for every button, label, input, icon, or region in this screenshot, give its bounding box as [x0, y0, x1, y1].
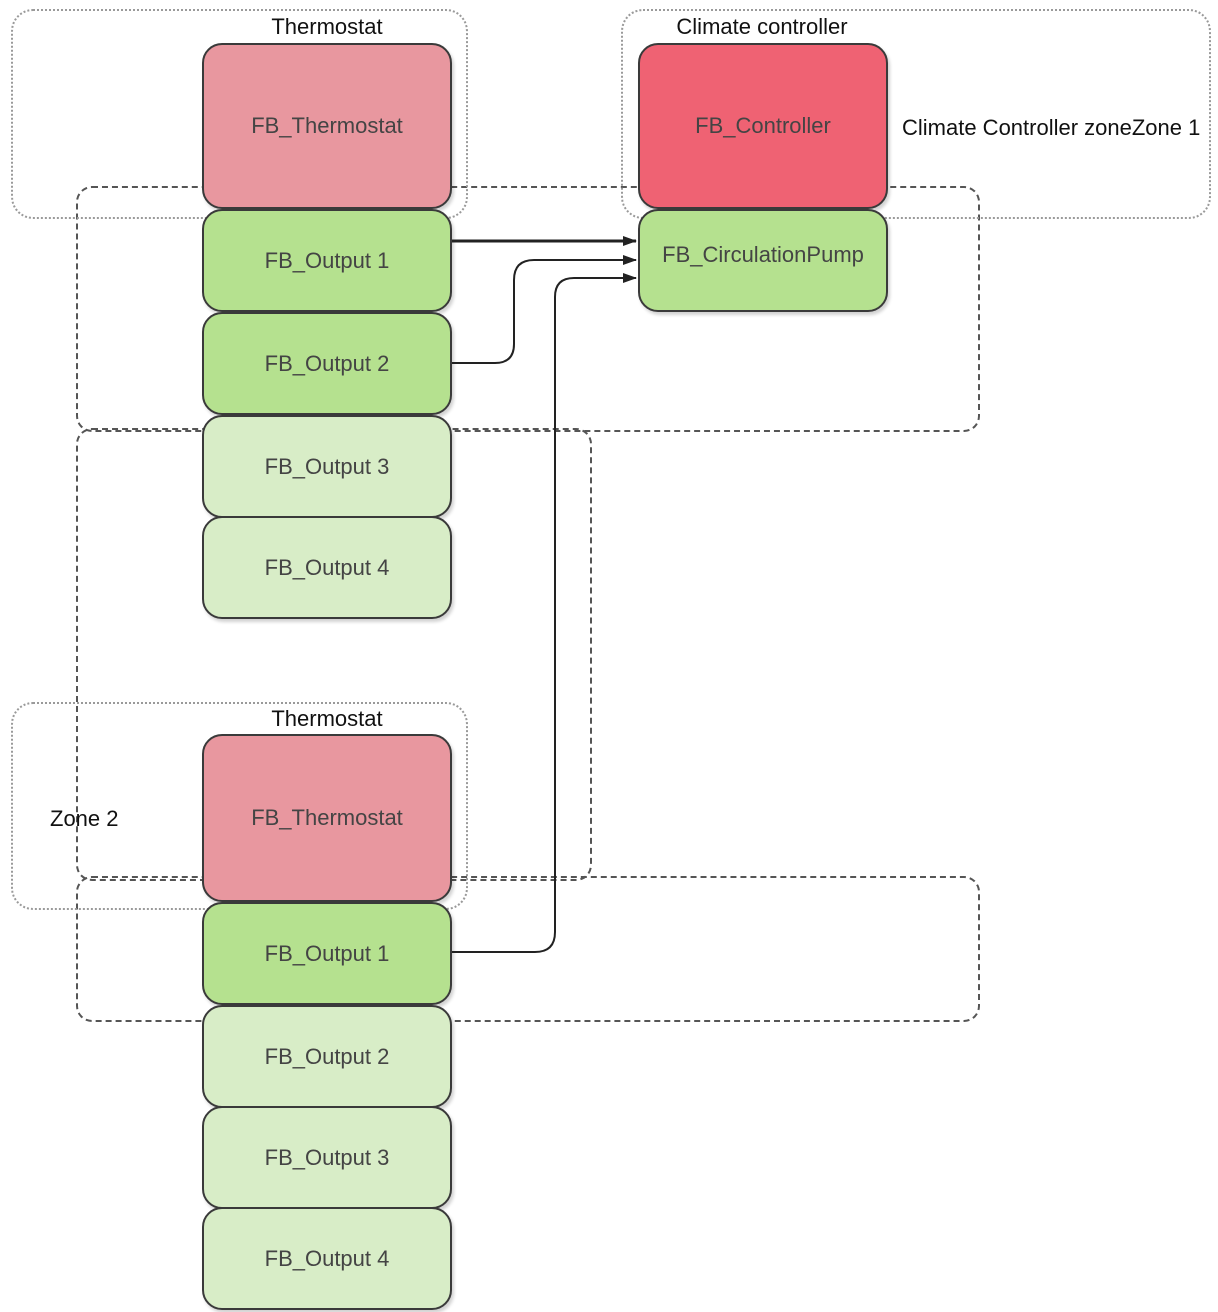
- thermostat-2-output-1-label: FB_Output 1: [264, 940, 390, 966]
- thermostat-1-block[interactable]: FB_Thermostat: [202, 43, 452, 209]
- zone-1-label: Climate Controller zoneZone 1: [902, 115, 1201, 140]
- thermostat-1-title: Thermostat: [271, 14, 383, 39]
- thermostat-2-output-3[interactable]: FB_Output 3: [202, 1106, 452, 1209]
- thermostat-1-output-4-label: FB_Output 4: [264, 554, 390, 580]
- thermostat-2-output-2-label: FB_Output 2: [264, 1043, 390, 1069]
- controller-block-label: FB_Controller: [695, 113, 831, 138]
- thermostat-2-block-label: FB_Thermostat: [251, 805, 403, 830]
- thermostat-1-output-2-label: FB_Output 2: [264, 350, 390, 376]
- thermostat-1-output-3-label: FB_Output 3: [264, 453, 390, 479]
- thermostat-1-output-1[interactable]: FB_Output 1: [202, 209, 452, 312]
- thermostat-1-output-1-label: FB_Output 1: [264, 247, 390, 273]
- climate-controller-group: [621, 9, 1211, 219]
- thermostat-2-block[interactable]: FB_Thermostat: [202, 734, 452, 902]
- thermostat-1-output-4[interactable]: FB_Output 4: [202, 516, 452, 619]
- thermostat-2-title: Thermostat: [271, 706, 383, 731]
- thermostat-1-output-3[interactable]: FB_Output 3: [202, 415, 452, 518]
- circulation-pump-label: FB_CirculationPump: [662, 241, 864, 267]
- thermostat-1-block-label: FB_Thermostat: [251, 113, 403, 138]
- thermostat-2-output-2[interactable]: FB_Output 2: [202, 1005, 452, 1108]
- thermostat-2-output-1[interactable]: FB_Output 1: [202, 902, 452, 1005]
- thermostat-2-output-4[interactable]: FB_Output 4: [202, 1207, 452, 1310]
- circulation-pump-block[interactable]: FB_CirculationPump: [638, 209, 888, 312]
- thermostat-2-output-4-label: FB_Output 4: [264, 1245, 390, 1271]
- thermostat-1-output-2[interactable]: FB_Output 2: [202, 312, 452, 415]
- controller-block[interactable]: FB_Controller: [638, 43, 888, 209]
- zone-2-label: Zone 2: [50, 806, 119, 831]
- climate-controller-title: Climate controller: [676, 14, 848, 39]
- thermostat-2-output-3-label: FB_Output 3: [264, 1144, 390, 1170]
